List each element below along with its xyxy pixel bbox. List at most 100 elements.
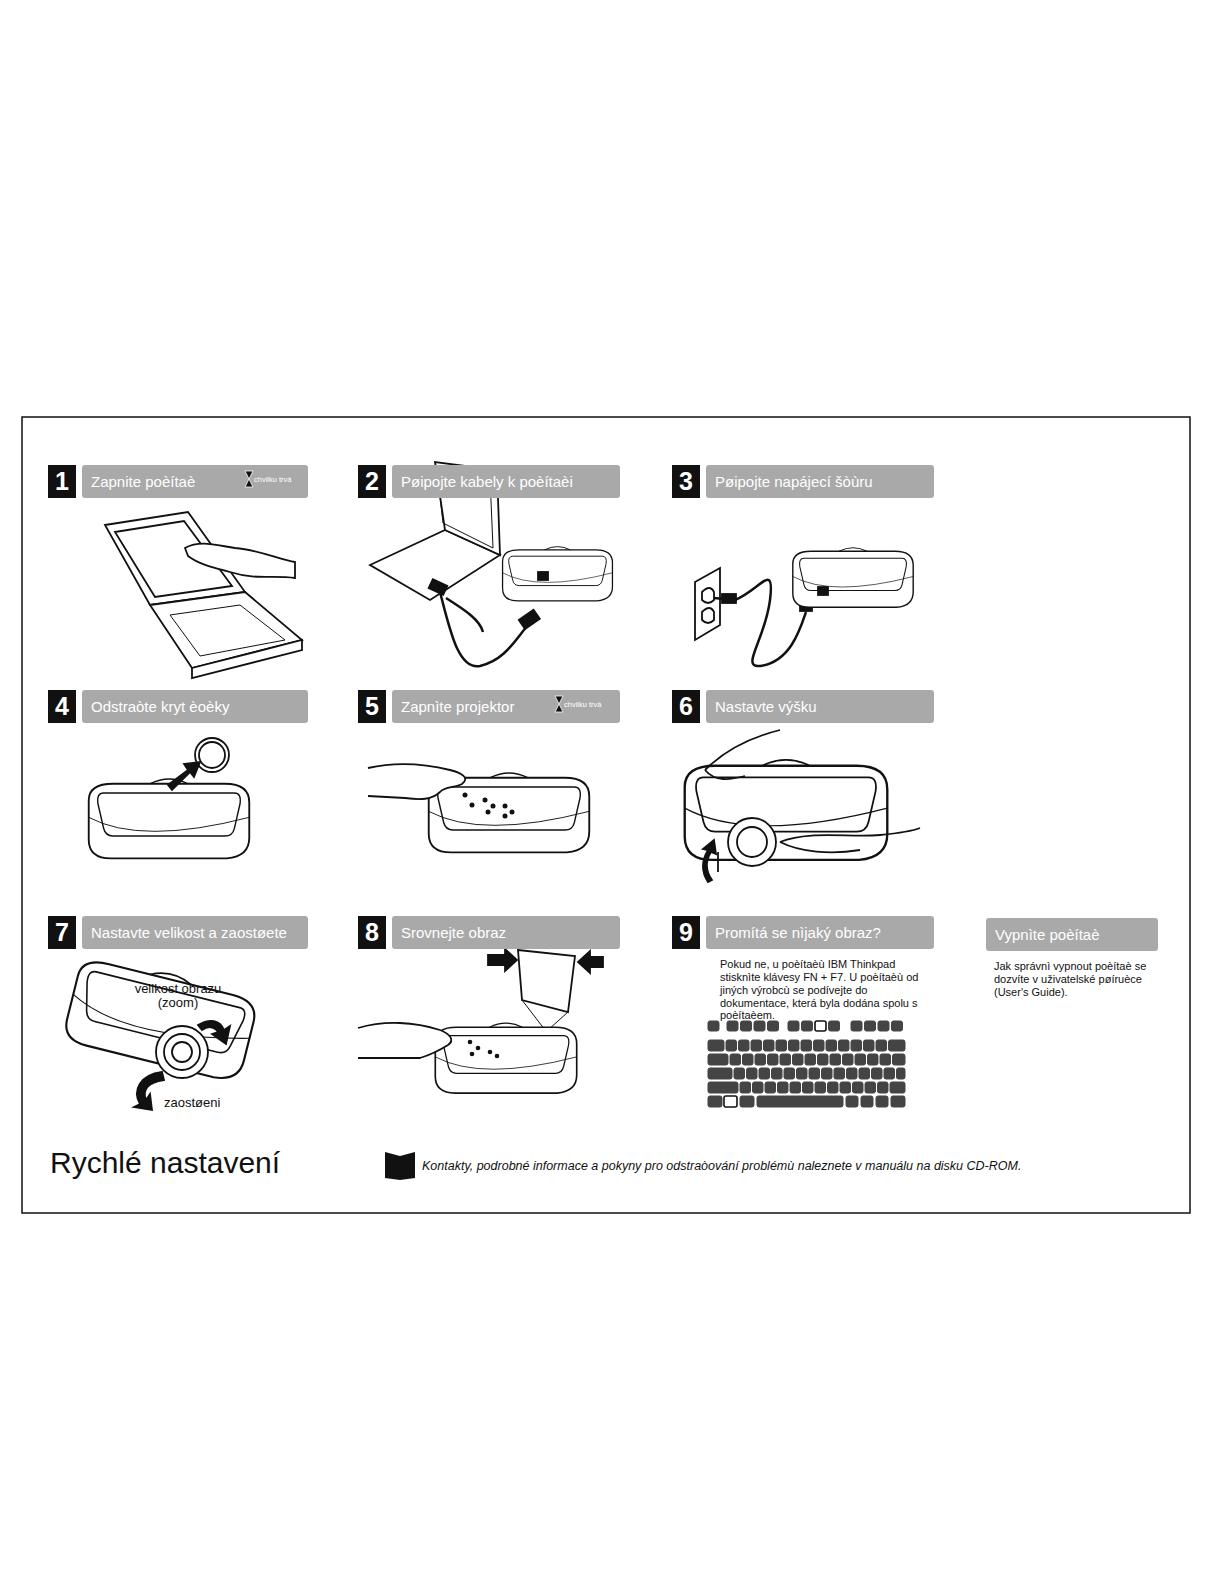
step-title: Nastavte výšku xyxy=(715,690,817,723)
key xyxy=(893,1054,906,1065)
key xyxy=(727,1021,738,1031)
step-title: Zapnite poèítaè xyxy=(91,465,195,498)
step-number: 2 xyxy=(358,465,386,498)
key xyxy=(892,1021,903,1031)
step5-illustration xyxy=(368,764,589,852)
key xyxy=(740,1082,751,1093)
step-note: Jak správnì vypnout poèítaè se dozvíte v… xyxy=(994,960,1159,999)
keyboard xyxy=(708,1021,905,1107)
key xyxy=(708,1096,722,1107)
key xyxy=(747,1068,758,1079)
header-bar: Pøipojte kabely k poèítaèi xyxy=(392,465,620,498)
key xyxy=(726,1040,737,1051)
key xyxy=(790,1082,801,1093)
step-header: Vypnìte poèítaèJak správnì vypnout poèít… xyxy=(986,918,1158,951)
key xyxy=(839,1040,850,1051)
step-header: 2Pøipojte kabely k poèítaèi xyxy=(358,465,620,498)
key xyxy=(828,1082,839,1093)
step-header: 7Nastavte velikost a zaostøete xyxy=(48,916,308,949)
step-number: 9 xyxy=(672,916,700,949)
key xyxy=(708,1040,724,1051)
key xyxy=(772,1068,783,1079)
key xyxy=(740,1096,754,1107)
key xyxy=(764,1040,775,1051)
sheet-title: Rychlé nastavení xyxy=(50,1146,280,1180)
key xyxy=(897,1068,906,1079)
key xyxy=(818,1054,829,1065)
key xyxy=(878,1021,889,1031)
header-bar: Nastavte výšku xyxy=(706,690,934,723)
key xyxy=(861,1096,873,1107)
step-title: Nastavte velikost a zaostøete xyxy=(91,916,287,949)
key xyxy=(853,1082,864,1093)
key xyxy=(784,1068,795,1079)
key xyxy=(708,1021,719,1031)
key xyxy=(776,1040,787,1051)
step8-illustration xyxy=(358,949,603,1093)
step-header: 4Odstraòte kryt èoèky xyxy=(48,690,308,723)
key xyxy=(780,1054,791,1065)
header-bar: Srovnejte obraz xyxy=(392,916,620,949)
key xyxy=(734,1068,745,1079)
key xyxy=(730,1054,741,1065)
step-title: Zapnìte projektor xyxy=(401,690,514,723)
step-title: Srovnejte obraz xyxy=(401,916,506,949)
key xyxy=(876,1040,887,1051)
step-header: 9Promítá se nìjaký obraz?Pokud ne, u poè… xyxy=(672,916,934,949)
key xyxy=(797,1068,808,1079)
key xyxy=(741,1021,752,1031)
step-title: Vypnìte poèítaè xyxy=(995,918,1100,951)
step-header: 3Pøipojte napájecí šòùru xyxy=(672,465,934,498)
key xyxy=(891,1096,905,1107)
part-label: zaostøeni xyxy=(164,1096,220,1110)
key xyxy=(889,1040,906,1051)
key xyxy=(872,1068,883,1079)
key xyxy=(826,1040,837,1051)
key xyxy=(765,1082,776,1093)
key xyxy=(803,1082,814,1093)
key xyxy=(805,1054,816,1065)
key xyxy=(890,1082,905,1093)
key xyxy=(865,1021,876,1031)
key xyxy=(768,1021,779,1031)
key xyxy=(815,1082,826,1093)
key xyxy=(809,1068,820,1079)
step1-laptop xyxy=(105,512,302,678)
key xyxy=(793,1054,804,1065)
key xyxy=(724,1096,737,1107)
key xyxy=(822,1068,833,1079)
frame xyxy=(22,417,1190,1213)
step6-illustration xyxy=(685,730,920,882)
step4-illustration xyxy=(89,738,250,858)
key xyxy=(754,1021,765,1031)
key xyxy=(739,1040,750,1051)
step-title: Promítá se nìjaký obraz? xyxy=(715,916,881,949)
key xyxy=(814,1040,825,1051)
key xyxy=(753,1082,764,1093)
key xyxy=(830,1054,841,1065)
wait-note: chvilku trvá xyxy=(254,476,302,484)
step-number: 8 xyxy=(358,916,386,949)
key xyxy=(708,1082,738,1093)
key xyxy=(778,1082,789,1093)
header-bar: Odstraòte kryt èoèky xyxy=(82,690,308,723)
key xyxy=(876,1096,888,1107)
key xyxy=(859,1068,870,1079)
header-bar: Pøipojte napájecí šòùru xyxy=(706,465,934,498)
step-header: 8 Srovnejte obraz xyxy=(358,916,620,949)
step7-illustration xyxy=(62,952,260,1110)
key xyxy=(834,1068,845,1079)
key xyxy=(815,1021,826,1031)
step-title: Odstraòte kryt èoèky xyxy=(91,690,229,723)
key xyxy=(759,1068,770,1079)
step3-illustration xyxy=(695,548,913,666)
book-icon xyxy=(385,1152,415,1180)
header-bar: Nastavte velikost a zaostøete xyxy=(82,916,308,949)
step-number: 3 xyxy=(672,465,700,498)
hourglass-icon xyxy=(555,696,563,712)
key xyxy=(788,1021,799,1031)
key xyxy=(743,1054,754,1065)
key xyxy=(802,1021,813,1031)
key xyxy=(768,1054,779,1065)
